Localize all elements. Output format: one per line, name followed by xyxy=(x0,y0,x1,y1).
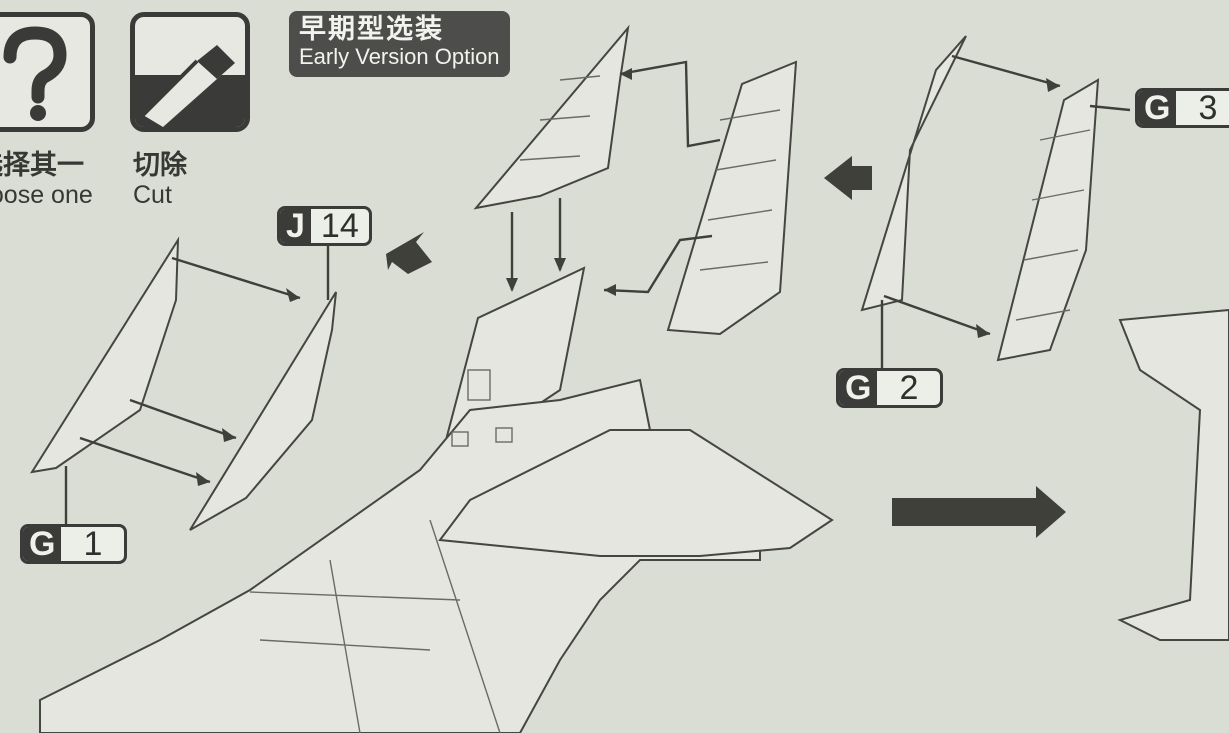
part-j14-number: 14 xyxy=(320,207,359,245)
part-g1-letter: G xyxy=(23,527,62,561)
part-g2-number: 2 xyxy=(899,369,919,407)
choose-one-label-cn: 选择其一 xyxy=(0,150,84,180)
direction-arrow-up-left xyxy=(386,232,432,274)
choose-one-icon xyxy=(0,12,95,132)
fin-half-g1 xyxy=(29,236,180,474)
part-label-g2: G 2 xyxy=(836,368,944,408)
part-g3-number: 3 xyxy=(1198,89,1218,127)
cut-icon xyxy=(130,12,250,132)
part-g3-letter: G xyxy=(1138,91,1177,125)
arrow-rudder-bottom xyxy=(603,234,713,294)
arrow-top-piece xyxy=(510,198,562,290)
fin-half-g3 xyxy=(996,78,1100,362)
rudder-piece xyxy=(666,60,798,336)
cut-label-cn: 切除 xyxy=(133,150,187,180)
cut-caption: 切除 Cut xyxy=(133,150,187,210)
choose-one-label-en: hoose one xyxy=(0,181,93,209)
arrow-g2-bottom xyxy=(883,294,991,336)
arrow-g1-top xyxy=(171,256,301,300)
arrow-rudder-top xyxy=(619,60,721,148)
fin-top-piece xyxy=(473,24,630,210)
early-version-title-en: Early Version Option xyxy=(299,44,500,69)
cut-label-en: Cut xyxy=(133,181,172,209)
arrow-g1-low xyxy=(79,436,211,484)
direction-arrow-right xyxy=(892,486,1066,538)
fin-half-g2 xyxy=(860,35,967,312)
early-version-tag: 早期型选装 Early Version Option xyxy=(289,11,510,77)
direction-arrow-left xyxy=(824,156,872,200)
part-g2-letter: G xyxy=(839,371,878,405)
choose-one-caption: 选择其一 hoose one xyxy=(0,150,93,210)
part-label-g3: G 3 xyxy=(1135,88,1229,128)
part-label-g1: G 1 xyxy=(20,524,128,564)
early-version-title-cn: 早期型选装 xyxy=(299,14,444,44)
part-j14-letter: J xyxy=(280,209,311,243)
right-fuselage xyxy=(1117,308,1229,641)
horizontal-stabilizer xyxy=(438,429,834,557)
part-label-j14: J 14 xyxy=(277,206,372,246)
part-g1-number: 1 xyxy=(83,525,103,563)
arrow-g2-top xyxy=(951,54,1061,88)
fin-half-j14 xyxy=(189,291,337,531)
arrow-g1-mid xyxy=(129,398,237,440)
